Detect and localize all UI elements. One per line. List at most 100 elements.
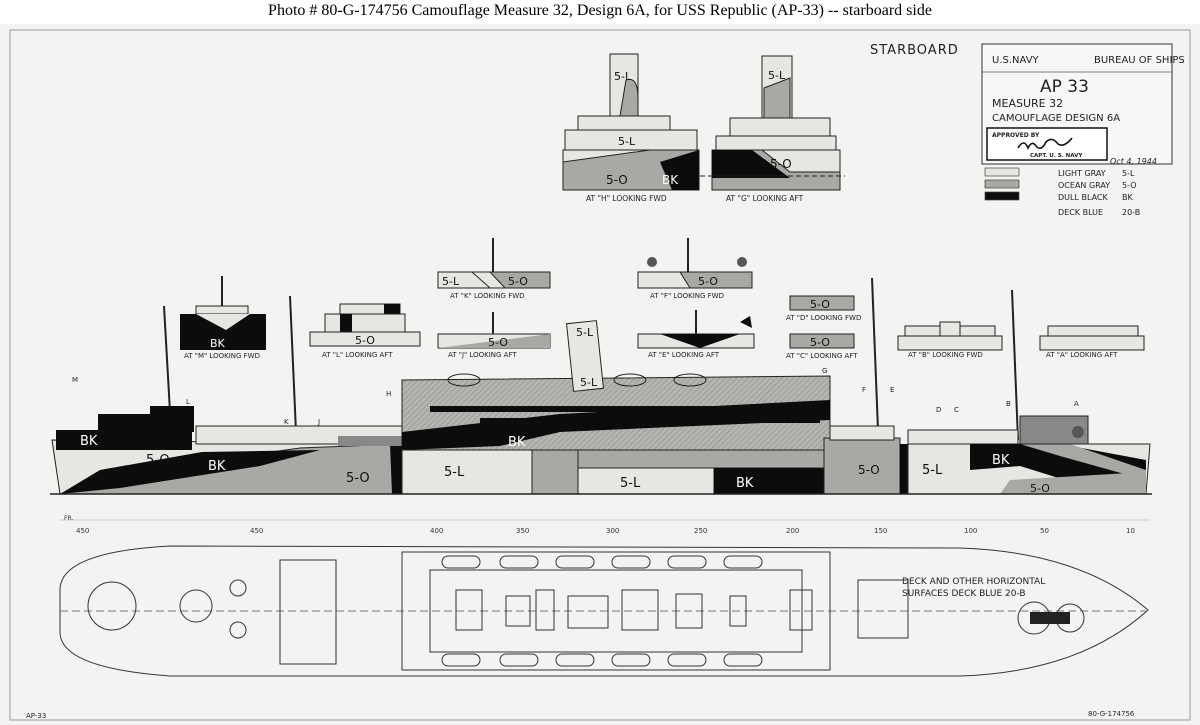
frame-scale: FR. 450 450 400 350 300 250 200 150 100 … [60,515,1150,535]
title-org-right: BUREAU OF SHIPS [1094,55,1185,66]
section-a-caption: AT "A" LOOKING AFT [1046,351,1118,359]
funnel [565,320,605,392]
legend-code-light-gray: 5-L [1122,169,1135,178]
section-h-caption: AT "H" LOOKING FWD [586,194,667,203]
approver-title: CAPT. U. S. NAVY [1030,153,1083,159]
legend-name-deck-blue: DECK BLUE [1058,208,1103,217]
section-a-drawing: AT "A" LOOKING AFT [1039,325,1145,359]
frame-450-b: 450 [250,527,263,535]
legend-name-ocean-gray: OCEAN GRAY [1058,181,1110,190]
frame-300: 300 [606,527,619,535]
main-mast [1011,289,1019,441]
frame-prefix: FR. [64,515,73,522]
section-j-code: 5-O [488,336,508,349]
profile-bow-ocean-code: 5-O [146,453,170,468]
station-g: G [822,367,827,375]
approval-signature [1017,137,1073,150]
profile-aft-black-code: BK [992,453,1010,468]
frame-10: 10 [1126,527,1135,535]
profile-bow-black-code: BK [80,434,98,449]
section-c-code: 5-O [810,336,830,349]
sheet-footer-right: 80-G-174756 [1088,710,1135,718]
station-d: D [936,406,941,414]
section-k-caption: AT "K" LOOKING FWD [450,292,525,300]
section-l-caption: AT "L" LOOKING AFT [322,351,393,359]
section-l-code: 5-O [355,334,375,347]
legend-swatch-light-gray [984,167,1020,177]
frame-50: 50 [1040,527,1049,535]
section-e-caption: AT "E" LOOKING AFT [648,351,720,359]
section-b-drawing: AT "B" LOOKING FWD [897,321,1003,359]
frame-400: 400 [430,527,443,535]
legend-name-dull-black: DULL BLACK [1058,193,1109,202]
section-g-drawing: 5-L 5-O AT "G" LOOKING AFT [700,55,845,203]
frame-150: 150 [874,527,887,535]
station-h: H [386,390,391,398]
profile-aft-light-code: 5-L [922,463,943,478]
section-c-caption: AT "C" LOOKING AFT [786,352,858,360]
section-h-hull-code: 5-O [606,173,628,187]
legend-swatch-dull-black [984,191,1020,201]
frame-200: 200 [786,527,799,535]
station-m: M [72,376,78,384]
forecastle-block [56,430,192,450]
station-markers: M L K J H G F E D C B A [72,367,1079,426]
approval-stamp [986,127,1108,161]
lifeboats-lower [441,653,763,667]
section-e-drawing: AT "E" LOOKING AFT [637,310,755,359]
title-block: U.S.NAVY BUREAU OF SHIPS AP 33 MEASURE 3… [981,43,1185,166]
deck-plan-outline [59,545,1149,677]
section-g-funnel-code: 5-L [768,69,786,82]
bridge-block [98,414,194,432]
profile-bow-ocean-code-2: 5-O [346,471,370,486]
section-m-caption: AT "M" LOOKING FWD [184,352,260,360]
kingpost-fore [289,295,297,433]
funnel-code: 5-L [576,326,594,339]
profile-bow-black-code-2: BK [208,459,226,474]
sheet-footer-left: AP-33 [26,712,46,720]
station-a: A [1074,400,1079,408]
sheet-border [9,29,1191,721]
section-h-drawing: 5-L 5-L 5-O BK AT "H" LOOKING FWD [562,53,700,203]
paint-legend: LIGHT GRAY OCEAN GRAY DULL BLACK DECK BL… [984,167,1140,217]
title-design: CAMOUFLAGE DESIGN 6A [992,113,1120,124]
plan-note-line-2: SURFACES DECK BLUE 20-B [902,589,1026,599]
section-d-caption: AT "D" LOOKING FWD [786,314,861,322]
section-j-caption: AT "J" LOOKING AFT [448,351,517,359]
section-b-caption: AT "B" LOOKING FWD [908,351,983,359]
section-d-code: 5-O [810,298,830,311]
deck-plan-windlass [1030,612,1070,624]
section-h-funnel-code: 5-L [614,70,632,83]
section-h-upper-code: 5-L [618,135,636,148]
title-org-left: U.S.NAVY [992,55,1040,66]
approved-label: APPROVED BY [992,132,1040,139]
legend-name-light-gray: LIGHT GRAY [1058,169,1106,178]
section-k-right-code: 5-O [508,275,528,288]
profile-aft-ocean-code-2: 5-O [1030,482,1050,495]
frame-100: 100 [964,527,977,535]
camouflage-drawing-sheet: STARBOARD U.S.NAVY BUREAU OF SHIPS AP 33… [0,24,1200,725]
profile-aft-ocean-code: 5-O [858,463,880,477]
legend-code-deck-blue: 20-B [1122,208,1140,217]
funnel-code-2: 5-L [580,376,598,389]
section-h-black-code: BK [662,173,679,187]
station-e: E [890,386,894,394]
station-j: J [317,418,320,426]
section-f-drawing: 5-O AT "F" LOOKING FWD [637,238,753,300]
section-m-code: BK [210,337,226,350]
title-ship: AP 33 [1040,77,1089,97]
frame-250: 250 [694,527,707,535]
station-k: K [284,418,289,426]
profile-mid-black-code: BK [508,435,526,450]
station-b: B [1006,400,1011,408]
section-k-left-code: 5-L [442,275,460,288]
station-l: L [186,398,190,406]
section-l-drawing: 5-O AT "L" LOOKING AFT [309,303,421,359]
section-f-caption: AT "F" LOOKING FWD [650,292,724,300]
section-j-drawing: 5-O AT "J" LOOKING AFT [437,312,551,359]
photo-caption: Photo # 80-G-174756 Camouflage Measure 3… [268,2,932,19]
side-label: STARBOARD [870,43,959,58]
kingpost-aft [871,277,879,431]
station-f: F [862,386,866,394]
frame-350: 350 [516,527,529,535]
